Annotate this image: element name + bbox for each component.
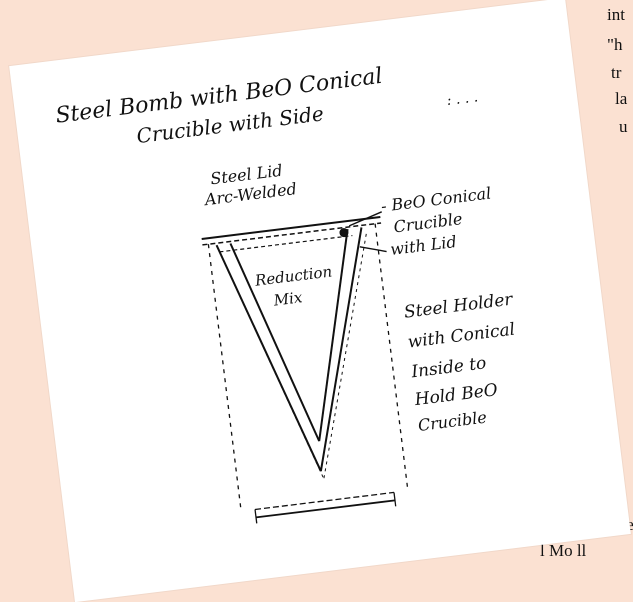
beo-conical-crucible (215, 227, 363, 472)
label-reduction: Reduction (253, 262, 333, 289)
page-text-fragment-4: la (615, 89, 628, 108)
leader-lines (348, 211, 387, 253)
page-text-fragment-1: int (607, 5, 625, 24)
label-inside-to: Inside to (409, 353, 487, 382)
label-crucible-2: Crucible (417, 408, 488, 435)
label-with-conical: with Conical (407, 320, 517, 353)
page-text-fragment-7: l Mo ll (540, 541, 587, 560)
label-mix: Mix (272, 288, 304, 310)
page-text-fragment-5: u (619, 117, 628, 136)
label-with-lid: with Lid (389, 232, 457, 259)
label-beo-conical: - BeO Conical (380, 183, 492, 215)
sketch-corner-note: : . . . (446, 89, 479, 109)
label-steel-holder: Steel Holder (403, 290, 514, 323)
page-text-fragment-3: tr (611, 63, 622, 82)
steel-holder-outline (201, 216, 409, 524)
scanned-sketch-card: Steel Bomb with BeO Conical Crucible wit… (9, 0, 631, 602)
crucible-sketch: Steel Bomb with BeO Conical Crucible wit… (54, 64, 517, 524)
label-hold-beo: Hold BeO (413, 380, 499, 410)
page-text-fragment-2: "h (607, 35, 623, 54)
